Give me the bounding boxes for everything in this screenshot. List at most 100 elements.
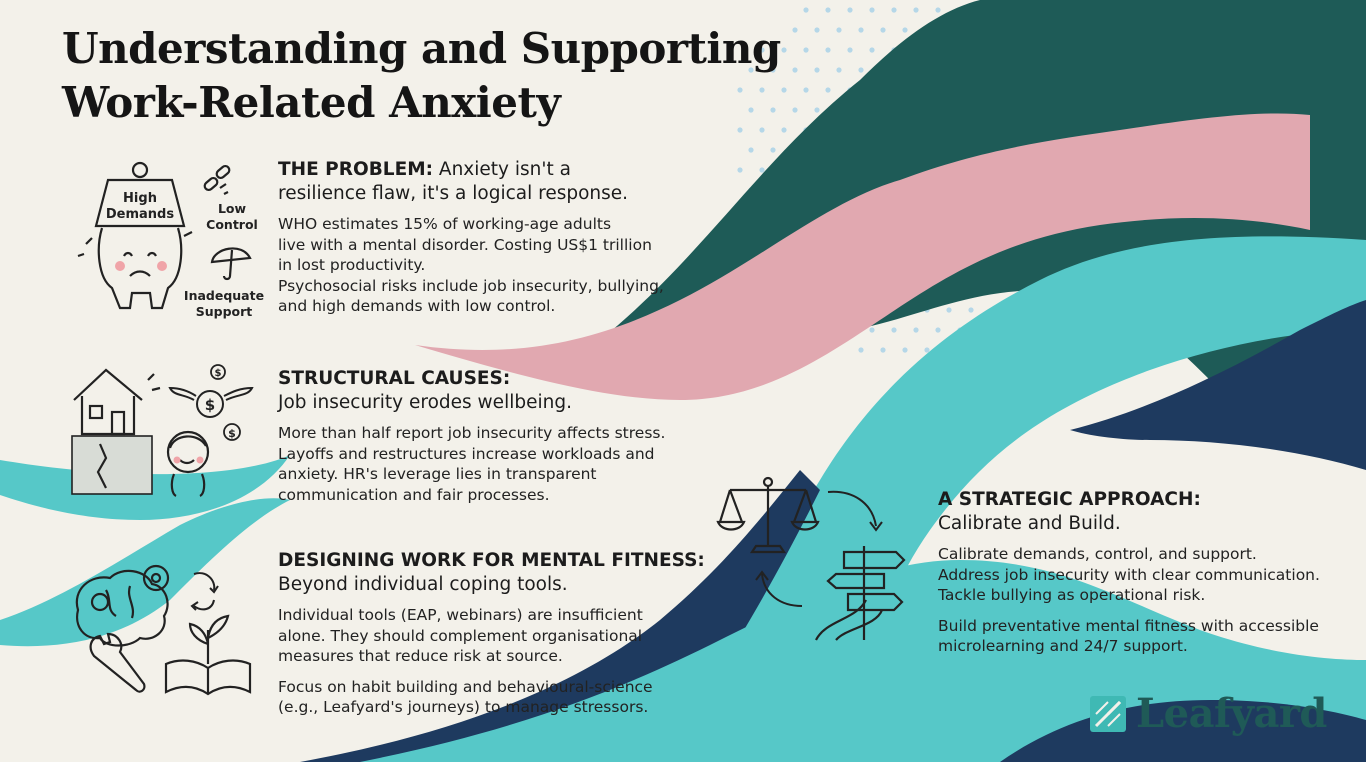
page-title: Understanding and Supporting Work-Relate… <box>62 22 781 130</box>
leaf-logo-icon <box>1090 695 1126 732</box>
wrench-icon <box>89 632 146 693</box>
decor-dot <box>902 347 908 353</box>
control-label-line1: Low <box>218 201 247 216</box>
structural-line: More than half report job insecurity aff… <box>278 424 666 442</box>
decor-dot <box>836 67 842 73</box>
structural-line: anxiety. HR's leverage lies in transpare… <box>278 465 597 483</box>
title-line-1: Understanding and Supporting <box>62 24 781 73</box>
decor-dot <box>803 7 809 13</box>
decor-dot <box>935 327 941 333</box>
decor-dot <box>781 127 787 133</box>
design-line: (e.g., Leafyard's journeys) to manage st… <box>278 698 649 716</box>
decor-dot <box>935 7 941 13</box>
book-plant-icon <box>164 614 252 696</box>
design-illustration <box>75 564 252 696</box>
decor-dot <box>792 27 798 33</box>
decor-dot <box>902 27 908 33</box>
support-label-line2: Support <box>196 304 253 319</box>
decor-dot <box>913 7 919 13</box>
logo-text: Leafyard <box>1136 690 1327 737</box>
decor-dot <box>891 327 897 333</box>
problem-line: Psychosocial risks include job insecurit… <box>278 276 664 295</box>
house-icon <box>73 368 161 489</box>
design-line: alone. They should complement organisati… <box>278 626 643 645</box>
decor-dot <box>770 107 776 113</box>
design-line: Focus on habit building and behavioural-… <box>278 677 653 696</box>
navy-wave-bottom <box>1000 700 1366 762</box>
decor-dot <box>836 27 842 33</box>
umbrella-icon <box>210 247 252 281</box>
decor-dot <box>748 67 754 73</box>
strategic-line: microlearning and 24/7 support. <box>938 637 1188 655</box>
weight-label-line2: Demands <box>106 207 174 222</box>
structural-section: STRUCTURAL CAUSES: Job insecurity erodes… <box>278 367 665 505</box>
structural-heading: STRUCTURAL CAUSES: <box>278 367 665 391</box>
strategic-body: Calibrate demands, control, and support.… <box>938 544 1320 657</box>
decor-dot <box>869 327 875 333</box>
decor-dot <box>869 7 875 13</box>
decor-dot <box>880 347 886 353</box>
decor-dot <box>748 147 754 153</box>
problem-heading-bold: THE PROBLEM: <box>278 159 434 180</box>
problem-line: live with a mental disorder. Costing US$… <box>278 235 652 254</box>
coin-symbol: $ <box>215 368 222 379</box>
strategic-section: A STRATEGIC APPROACH: Calibrate and Buil… <box>938 488 1320 657</box>
strategic-line: Address job insecurity with clear commun… <box>938 565 1320 584</box>
problem-heading: THE PROBLEM: Anxiety isn't a <box>278 158 664 182</box>
structural-line: Layoffs and restructures increase worklo… <box>278 444 655 463</box>
problem-line: and high demands with low control. <box>278 297 556 315</box>
support-label-line1: Inadequate <box>184 288 264 303</box>
strategic-heading-bold: A STRATEGIC APPROACH: <box>938 489 1201 510</box>
design-line: measures that reduce risk at source. <box>278 647 563 665</box>
structural-line: communication and fair processes. <box>278 485 550 504</box>
decor-dot <box>803 87 809 93</box>
problem-section: THE PROBLEM: Anxiety isn't a resilience … <box>278 158 664 317</box>
decor-dot <box>759 87 765 93</box>
design-heading: DESIGNING WORK FOR MENTAL FITNESS: <box>278 549 705 573</box>
decor-dot <box>968 307 974 313</box>
decor-dot <box>847 47 853 53</box>
title-line-2: Work-Related Anxiety <box>62 78 561 127</box>
decor-dot <box>792 107 798 113</box>
problem-heading-line2: resilience flaw, it's a logical response… <box>278 183 629 204</box>
worried-child-icon <box>166 430 210 497</box>
decor-dot <box>781 47 787 53</box>
decor-dot <box>770 147 776 153</box>
decor-dot <box>858 347 864 353</box>
cycle-arrows-icon <box>190 572 219 611</box>
decor-dot <box>759 47 765 53</box>
coin-symbol: $ <box>228 427 236 440</box>
decor-dot <box>825 87 831 93</box>
decor-dot <box>781 87 787 93</box>
structural-heading-line2: Job insecurity erodes wellbeing. <box>278 392 572 413</box>
problem-body: WHO estimates 15% of working-age adults … <box>278 214 664 317</box>
control-label-line2: Control <box>206 217 258 232</box>
coin-icon <box>210 364 241 441</box>
money-symbol: $ <box>205 396 215 414</box>
decor-dot <box>792 67 798 73</box>
signpost-icon <box>815 546 906 641</box>
decor-dot <box>847 7 853 13</box>
structural-body: More than half report job insecurity aff… <box>278 423 665 505</box>
decor-dot <box>946 307 952 313</box>
scales-icon <box>716 476 820 554</box>
ground-block <box>71 435 153 495</box>
problem-line: in lost productivity. <box>278 256 426 274</box>
strategic-line: Build preventative mental fitness with a… <box>938 616 1319 635</box>
decor-dot <box>814 107 820 113</box>
decor-dot <box>737 167 743 173</box>
design-section: DESIGNING WORK FOR MENTAL FITNESS: Beyon… <box>278 549 705 718</box>
problem-heading-rest: Anxiety isn't a <box>433 159 571 180</box>
decor-dot <box>858 67 864 73</box>
flying-money-icon <box>168 386 254 418</box>
decor-dot <box>924 347 930 353</box>
leafyard-logo: Leafyard <box>1088 690 1327 737</box>
decor-dot <box>825 7 831 13</box>
design-body: Individual tools (EAP, webinars) are ins… <box>278 605 705 718</box>
pink-wave <box>415 113 1310 401</box>
weight-label-line1: High <box>123 191 157 206</box>
decor-dot <box>803 47 809 53</box>
crying-face-icon <box>77 227 193 310</box>
decor-dot <box>913 327 919 333</box>
